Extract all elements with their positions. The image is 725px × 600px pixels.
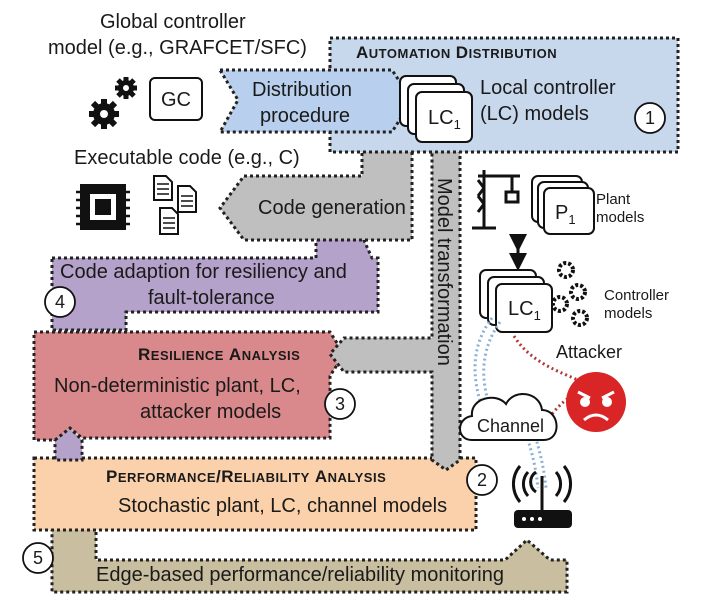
svg-text:GC: GC	[161, 89, 191, 111]
crane-icon	[472, 170, 520, 230]
svg-text:LC1: LC1	[508, 298, 541, 323]
performance-analysis-text: Stochastic plant, LC, channel models	[118, 495, 447, 517]
global-model-line2: model (e.g., GRAFCET/SFC)	[48, 37, 307, 59]
code-adaption-line1: Code adaption for resiliency and	[60, 261, 347, 283]
channel-label: Channel	[477, 416, 544, 436]
step-4-badge: 4	[44, 286, 76, 318]
controller-models-line1: Controller	[604, 287, 669, 304]
plant-models-stack: P1	[531, 175, 595, 235]
controller-models-stack: LC1	[479, 269, 553, 333]
controller-models-line2: models	[604, 305, 652, 322]
attacker-label: Attacker	[556, 342, 622, 362]
model-transformation-shape	[328, 146, 462, 472]
chip-icon	[76, 184, 130, 230]
attack-links	[512, 335, 579, 415]
resilience-analysis-shape	[32, 330, 346, 442]
resilience-analysis-line1: Non-deterministic plant, LC,	[54, 375, 301, 397]
plant-models-line1: Plant	[596, 191, 631, 208]
gears-icon	[89, 77, 137, 129]
step-2-badge: 2	[466, 464, 498, 496]
code-generation-shape	[218, 146, 414, 242]
performance-analysis-box	[32, 456, 478, 532]
channel-links	[473, 317, 548, 489]
router-icon	[512, 465, 572, 528]
local-controller-line1: Local controller	[480, 77, 616, 99]
model-transformation-label: Model transformation	[433, 178, 455, 366]
step-1-badge: 1	[634, 102, 666, 134]
channel-cloud	[459, 393, 558, 441]
plant-models-line2: models	[596, 209, 644, 226]
global-model-line1: Global controller	[100, 11, 246, 33]
step-3-badge: 3	[324, 388, 356, 420]
svg-text:P1: P1	[555, 202, 576, 227]
gc-box: GC	[149, 77, 203, 121]
distribution-procedure-line2: procedure	[260, 105, 350, 127]
resilience-analysis-line2: attacker models	[140, 401, 281, 423]
svg-text:3: 3	[335, 394, 345, 414]
attacker-face-icon	[566, 372, 626, 432]
code-adaption-line2: fault-tolerance	[148, 287, 275, 309]
executable-code-label: Executable code (e.g., C)	[74, 147, 300, 169]
svg-text:4: 4	[55, 292, 65, 312]
local-controller-line2: (LC) models	[480, 103, 589, 125]
edge-monitoring-shape	[50, 520, 569, 594]
edge-monitoring-label: Edge-based performance/reliability monit…	[96, 564, 504, 586]
distribution-procedure-arrow	[217, 68, 414, 134]
step-5-badge: 5	[22, 542, 54, 574]
svg-text:LC1: LC1	[428, 107, 461, 132]
distribution-procedure-line1: Distribution	[252, 79, 352, 101]
svg-text:1: 1	[645, 108, 655, 128]
svg-text:5: 5	[33, 548, 43, 568]
controller-gears-icon	[551, 261, 589, 327]
code-files-icon	[153, 175, 197, 235]
svg-text:2: 2	[477, 470, 487, 490]
lc-models-stack: LC1	[399, 75, 473, 143]
code-generation-label: Code generation	[258, 197, 406, 219]
